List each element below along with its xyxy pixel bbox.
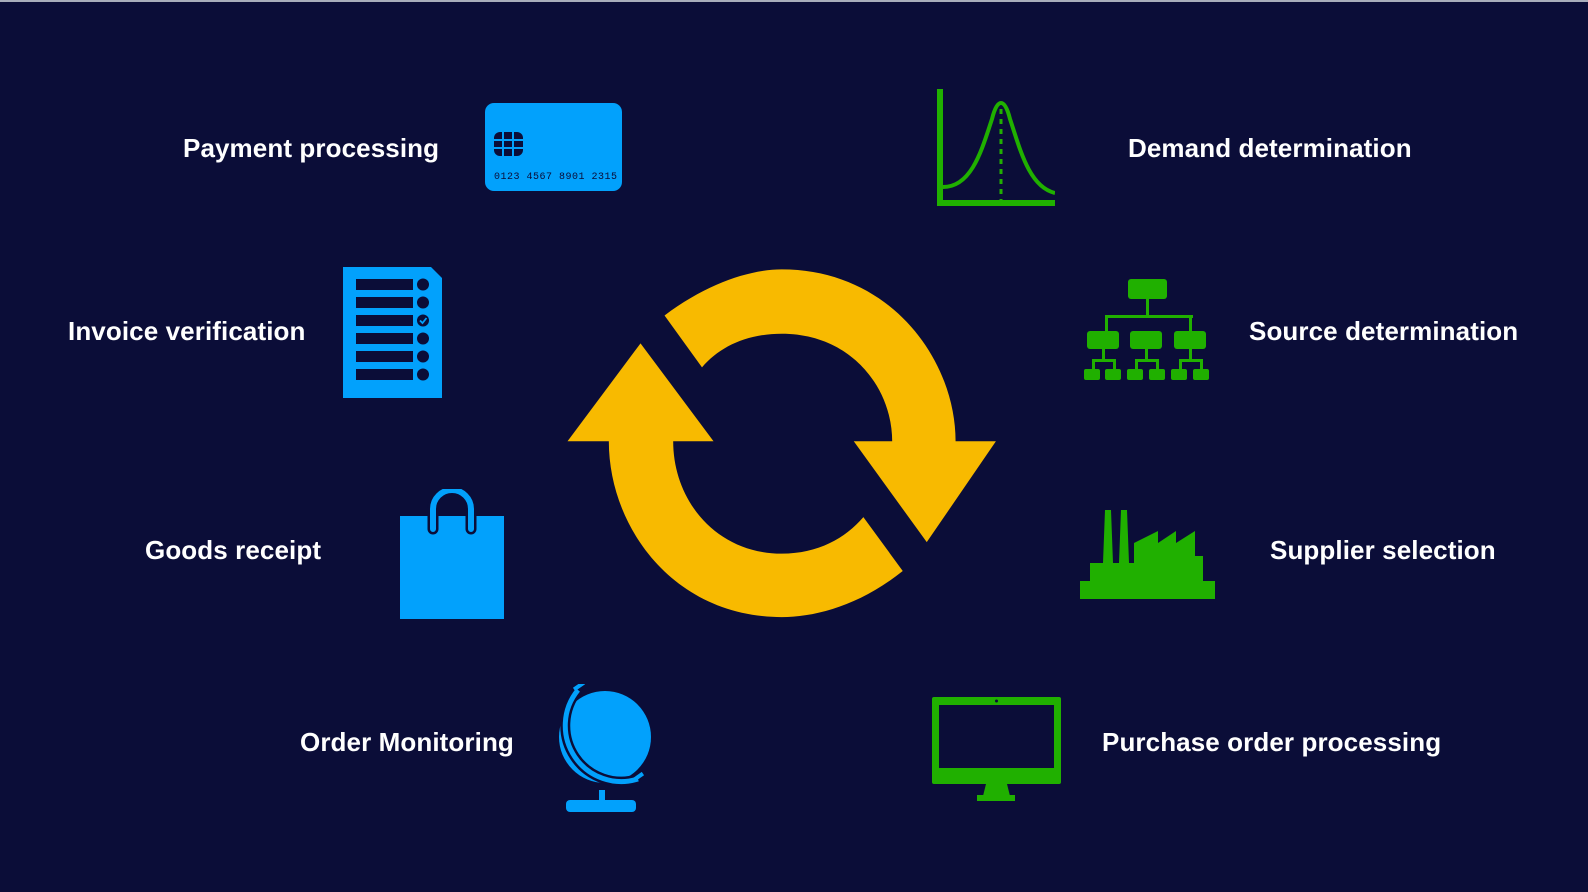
step-label-demand-determination: Demand determination [1128, 133, 1412, 163]
step-label-invoice-verification: Invoice verification [68, 316, 306, 346]
step-label-goods-receipt: Goods receipt [145, 535, 322, 565]
shopping-bag-icon [400, 489, 504, 619]
bell-curve-chart-icon [937, 89, 1055, 206]
step-label-supplier-selection: Supplier selection [1270, 535, 1496, 565]
step-label-purchase-order-processing: Purchase order processing [1102, 727, 1442, 757]
step-label-source-determination: Source determination [1249, 316, 1519, 346]
card-number: 0123 4567 8901 2315 [494, 172, 618, 183]
checklist-document-icon [343, 267, 442, 398]
desktop-monitor-icon [932, 697, 1061, 801]
step-label-order-monitoring: Order Monitoring [300, 727, 514, 757]
factory-icon [1080, 510, 1215, 599]
window-top-border [0, 0, 1588, 2]
org-chart-hierarchy-icon [1084, 279, 1211, 387]
credit-card-icon: 0123 4567 8901 2315 [485, 103, 622, 191]
step-label-payment-processing: Payment processing [183, 133, 440, 163]
refresh-cycle-arrows-icon [550, 254, 1000, 619]
globe-icon [548, 684, 653, 812]
